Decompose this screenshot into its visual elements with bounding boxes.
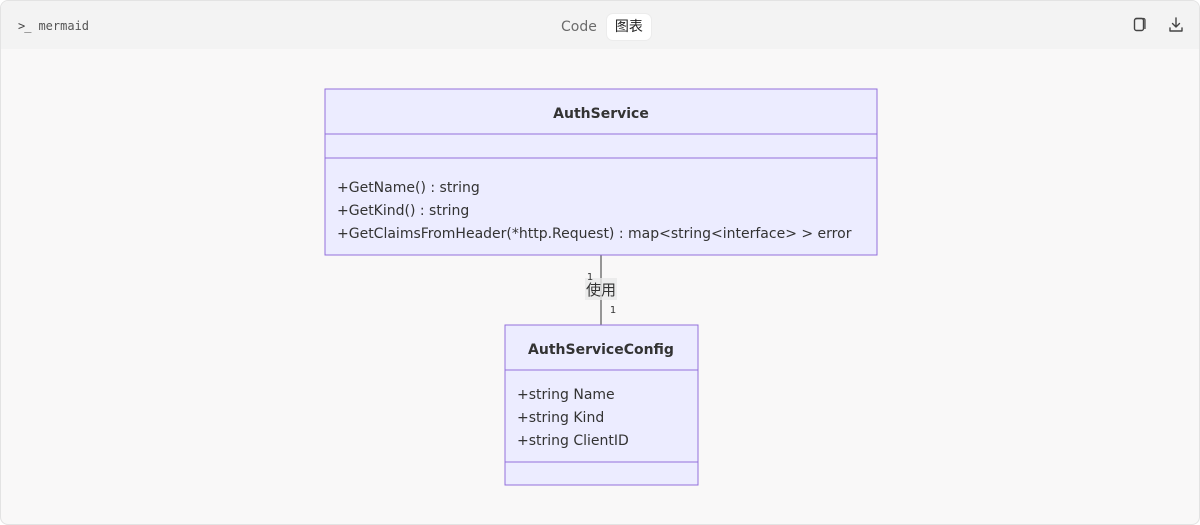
code-block-toolbar: >_ mermaid Code 图表	[1, 1, 1199, 49]
class-method: +GetKind() : string	[337, 203, 469, 219]
terminal-icon: >_	[18, 19, 31, 33]
class-authserviceconfig: AuthServiceConfig +string Name +string K…	[504, 324, 699, 486]
class-method: +GetClaimsFromHeader(*http.Request) : ma…	[337, 226, 852, 242]
class-name: AuthServiceConfig	[528, 342, 674, 358]
class-name: AuthService	[553, 106, 649, 122]
view-tabs: Code 图表	[553, 13, 651, 41]
to-cardinality: 1	[610, 305, 616, 316]
tab-diagram[interactable]: 图表	[606, 14, 651, 40]
class-diagram: 使用 1 1 AuthService +GetName() : string +…	[324, 88, 878, 486]
class-attribute: +string Kind	[517, 410, 604, 426]
class-attribute: +string ClientID	[517, 433, 629, 449]
class-authservice: AuthService +GetName() : string +GetKind…	[324, 88, 878, 256]
copy-icon[interactable]	[1129, 15, 1149, 35]
class-attribute: +string Name	[517, 387, 615, 403]
diagram-canvas: 使用 1 1 AuthService +GetName() : string +…	[1, 49, 1199, 524]
relation-label-bg	[585, 278, 617, 300]
class-box	[504, 324, 699, 486]
class-box	[324, 88, 878, 256]
tab-code[interactable]: Code	[561, 19, 597, 35]
class-method: +GetName() : string	[337, 180, 480, 196]
download-icon[interactable]	[1166, 15, 1186, 35]
relation-label: 使用	[586, 281, 616, 299]
language-name: mermaid	[38, 19, 90, 33]
language-label: >_ mermaid	[18, 17, 89, 35]
from-cardinality: 1	[587, 272, 593, 283]
